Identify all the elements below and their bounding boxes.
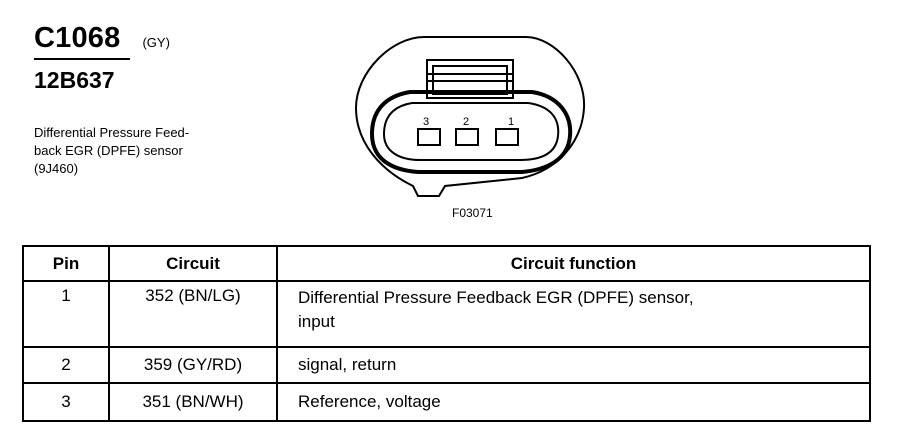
function-line: Differential Pressure Feedback EGR (DPFE…: [298, 288, 694, 307]
part-number: 12B637: [34, 67, 115, 93]
connector-header: C1068 (GY) 12B637: [34, 22, 170, 94]
description-line-2: back EGR (DPFE) sensor: [34, 143, 183, 158]
header-divider: [34, 58, 130, 60]
connector-outer-shell: [354, 36, 586, 197]
connector-code-row: C1068 (GY): [34, 22, 170, 55]
table-row: 3 351 (BN/WH) Reference, voltage: [22, 382, 871, 422]
pin-1-terminal: [495, 128, 519, 146]
pin-label-2: 2: [463, 116, 469, 128]
circuit-cell: 352 (BN/LG): [108, 280, 278, 348]
figure-id: F03071: [452, 206, 493, 220]
table-row: 2 359 (GY/RD) signal, return: [22, 346, 871, 384]
circuit-cell: 351 (BN/WH): [108, 382, 278, 422]
table-header-row: Pin Circuit Circuit function: [22, 245, 871, 282]
connector-inner-shell: [369, 90, 573, 174]
locking-tab: [426, 59, 514, 99]
connector-color: (GY): [142, 35, 170, 50]
pin-2-terminal: [455, 128, 479, 146]
pin-3-terminal: [417, 128, 441, 146]
table-row: 1 352 (BN/LG) Differential Pressure Feed…: [22, 280, 871, 348]
function-line: Reference, voltage: [298, 392, 441, 411]
connector-code: C1068: [34, 22, 121, 54]
component-description: Differential Pressure Feed- back EGR (DP…: [34, 124, 189, 178]
description-line-3: (9J460): [34, 161, 79, 176]
pin-label-1: 1: [508, 116, 514, 128]
circuit-cell: 359 (GY/RD): [108, 346, 278, 384]
pin-cell: 1: [22, 280, 110, 348]
function-cell: signal, return: [276, 346, 871, 384]
function-cell: Reference, voltage: [276, 382, 871, 422]
header-circuit: Circuit: [108, 245, 278, 282]
function-line: input: [298, 312, 335, 331]
pin-cell: 3: [22, 382, 110, 422]
function-cell: Differential Pressure Feedback EGR (DPFE…: [276, 280, 871, 348]
header-pin: Pin: [22, 245, 110, 282]
function-line: signal, return: [298, 355, 397, 374]
description-line-1: Differential Pressure Feed-: [34, 125, 190, 140]
header-circuit-function: Circuit function: [276, 245, 871, 282]
connector-face-diagram: 3 2 1: [354, 36, 586, 197]
pin-label-3: 3: [423, 116, 429, 128]
pin-cell: 2: [22, 346, 110, 384]
pinout-table: Pin Circuit Circuit function 1 352 (BN/L…: [22, 245, 871, 422]
